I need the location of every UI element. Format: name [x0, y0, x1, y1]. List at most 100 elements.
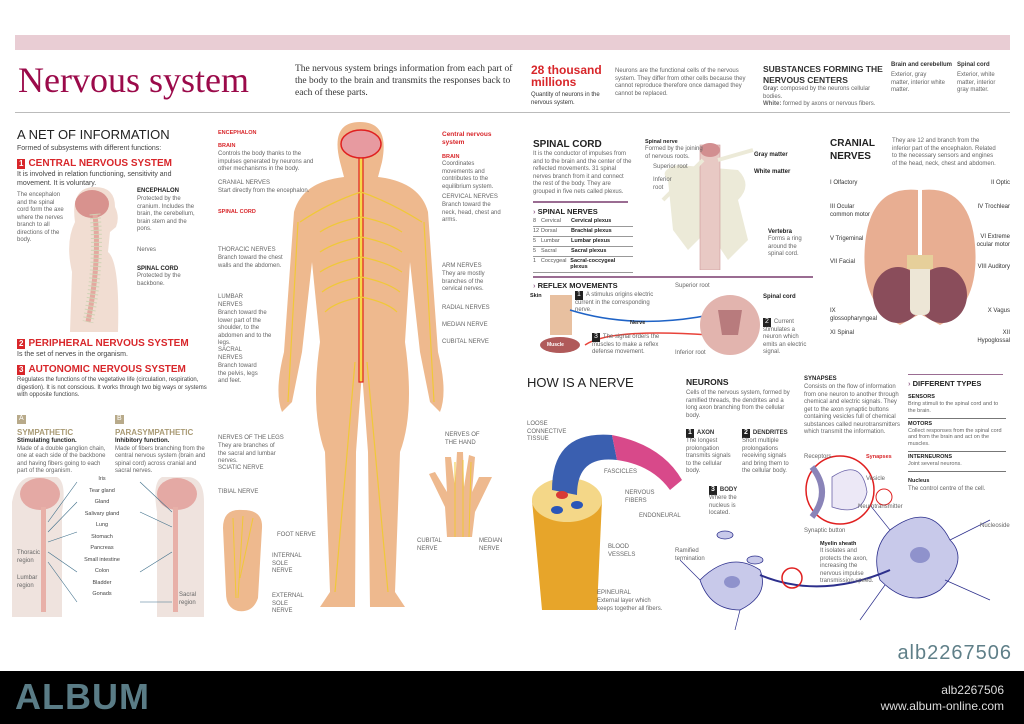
nerve-label: Nerve — [630, 320, 646, 326]
leg-nerves-text: They are branches of the sacral and lumb… — [218, 443, 276, 464]
blood-vessels-label: BLOOD VESSELS — [608, 544, 636, 558]
white-matter-label: White matter — [754, 169, 791, 175]
cns-profile-illustration — [69, 187, 119, 332]
organ-label: Tear gland — [89, 487, 115, 494]
reflex-step-3-text: The signal orders the muscles to make a … — [592, 334, 660, 356]
vertebra-illustration — [661, 143, 754, 270]
spinal-cord-title: SPINAL CORD — [533, 139, 602, 150]
internal-sole-label: INTERNAL SOLE NERVE — [272, 553, 302, 574]
nerve-plexus: Lumbar plexus — [571, 237, 611, 244]
cranial-title: CRANIAL NERVES — [830, 138, 875, 162]
sympathetic-block: A SYMPATHETIC Stimulating function. Made… — [17, 406, 112, 476]
cranial-nerves-text: Start directly from the encephalon. — [218, 188, 310, 194]
reflex-superior-root: Superior root — [675, 283, 710, 289]
cranial-nerve-label: IV Trochlear — [977, 204, 1010, 210]
neuron-type-name: INTERNEURONS — [908, 454, 953, 461]
synapses-label: Synapses — [866, 454, 892, 460]
white-matter-def: White: formed by axons or nervous fibers… — [763, 101, 888, 109]
neurons-text: Cells of the nervous system, formed by r… — [686, 390, 790, 419]
pns-number: 2 — [17, 339, 26, 349]
median-nerve-label: MEDIAN NERVE — [442, 322, 488, 328]
spinal-nerve-label: Spinal nerve — [645, 139, 678, 145]
pns-text: Is the set of nerves in the organism. — [17, 351, 128, 358]
sciatic-nerve-label: SCIATIC NERVE — [218, 465, 264, 471]
nerve-title: HOW IS A NERVE — [527, 375, 634, 390]
myelin-label: Myelin sheath — [820, 541, 857, 547]
body-text: Where the nucleus is located. — [709, 495, 737, 516]
organ-label: Bladder — [92, 579, 112, 586]
axon-text: The longest prolongation transmits signa… — [686, 438, 731, 474]
cns-number: 1 — [17, 159, 26, 169]
nucleus-text: The control centre of the cell. — [908, 486, 986, 492]
sacral-nerves-label: SACRAL NERVES — [218, 347, 243, 361]
neurons-note: Neurons are the functional cells of the … — [615, 68, 746, 97]
intro-text: The nervous system brings information fr… — [295, 64, 513, 98]
parasympathetic-block: B PARASYMPATHETIC Inhibitory function. M… — [115, 406, 210, 476]
lumbar-nerves-label: LUMBAR NERVES — [218, 294, 244, 308]
nerve-count: 12 — [533, 227, 540, 234]
body-encephalon-label: ENCEPHALON — [218, 130, 257, 136]
reflex-arc-illustration — [540, 295, 760, 355]
net-subtitle: Formed of subsystems with different func… — [17, 145, 162, 152]
vertebra-text: Forms a ring around the spinal cord. — [768, 236, 802, 257]
synaptic-button-label: Synaptic button — [804, 528, 846, 534]
cranial-nerve-label: III Ocular common motor — [830, 204, 871, 218]
organ-label: Lung — [95, 522, 109, 528]
lumbar-region-label: Lumbar region — [17, 575, 38, 589]
organ-label: Gonads — [92, 591, 112, 597]
parasympathetic-title: PARASYMPATHETIC — [115, 428, 194, 437]
types-title-text: DIFFERENT TYPES — [912, 379, 982, 388]
brain-col-text: Exterior, gray matter, interior white ma… — [891, 72, 946, 93]
gray-text: composed by the neurons cellular bodies. — [763, 86, 871, 100]
endoneural-label: ENDONEURAL — [639, 513, 681, 519]
parasympathetic-letter: B — [115, 415, 124, 424]
synapses-text: Consists on the flow of information from… — [804, 384, 901, 435]
sympathetic-letter: A — [17, 415, 26, 424]
sympathetic-title: SYMPATHETIC — [17, 428, 74, 437]
nervous-fibers-label: NERVOUS FIBERS — [625, 490, 655, 504]
reflex-spinal-cord: Spinal cord — [763, 294, 796, 300]
cranial-nerve-label: X Vagus — [987, 308, 1010, 314]
types-divider — [908, 374, 1003, 375]
lumbar-nerves-text: Branch toward the lower part of the shou… — [218, 310, 272, 346]
nerve-plexus: Sacral plexus — [571, 247, 607, 254]
nerve-region: Coccygeal — [540, 257, 567, 264]
human-body-nerves-illustration — [278, 122, 444, 607]
brain-col-title: Brain and cerebellum — [891, 62, 953, 68]
fascicles-label: FASCICLES — [604, 469, 638, 475]
image-id-watermark: alb2267506 — [897, 642, 1012, 664]
gray-matter-def: Gray: composed by the neurons cellular b… — [763, 86, 888, 101]
cns-side-text: The encephalon and the spinal cord form … — [17, 192, 64, 243]
spinal-nerves-title: › SPINAL NERVES — [533, 207, 598, 216]
white-text: formed by axons or nervous fibers. — [783, 101, 876, 107]
sympathetic-function: Stimulating function. — [17, 438, 77, 444]
hand-cubital-label: CUBITAL NERVE — [417, 538, 442, 552]
organ-label: Gland — [94, 499, 110, 505]
gray-label: Gray: — [763, 86, 779, 92]
organ-label: Pancreas — [90, 545, 114, 551]
autonomic-diagram — [12, 477, 204, 617]
arm-nerves-text: They are mostly branches of the cervical… — [442, 271, 485, 292]
cord-col-title: Spinal cord — [957, 62, 990, 68]
cubital-nerve-label: CUBITAL NERVE — [442, 339, 489, 345]
cns-label-right: Central nervous system — [442, 131, 492, 147]
nerve-plexus: Brachial plexus — [571, 227, 612, 234]
body-title: BODY — [719, 487, 738, 493]
ans-text: Regulates the functions of the vegetativ… — [17, 377, 207, 398]
neuron-type-text: Bring stimuli to the spinal cord and to … — [908, 400, 999, 414]
nerve-cross-section-illustration — [532, 434, 682, 610]
parasympathetic-text: Made of fibers branching from the centra… — [115, 445, 206, 475]
cranial-nerve-label: IX glossopharyngeal — [830, 308, 878, 322]
epineural-label: EPINEURAL — [597, 590, 632, 596]
ans-number: 3 — [17, 365, 26, 375]
